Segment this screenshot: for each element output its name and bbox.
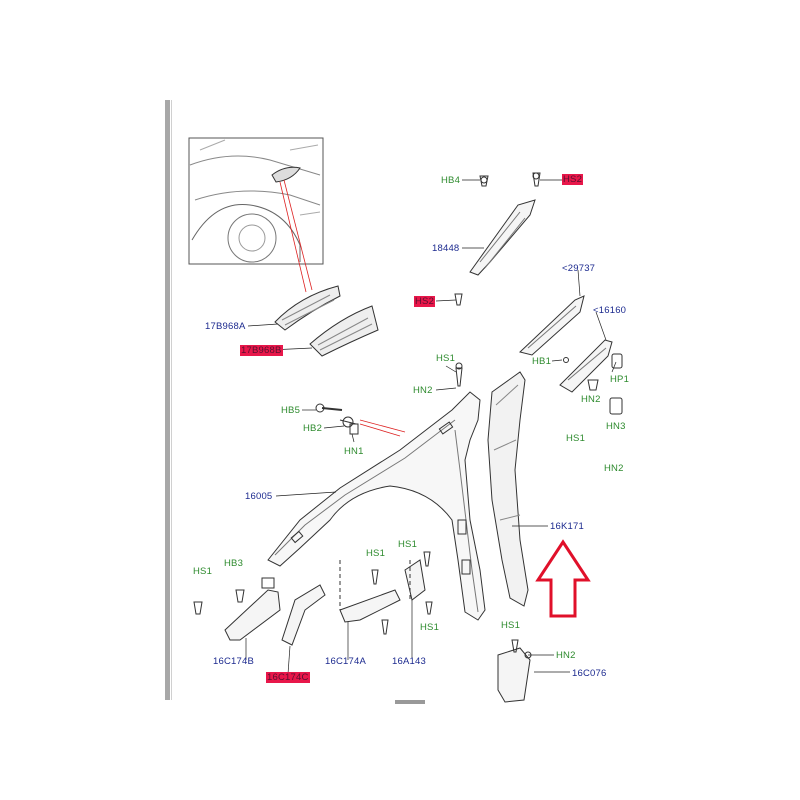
callout-hs1: HS1 bbox=[566, 433, 586, 444]
part-number-16160: <16160 bbox=[593, 305, 627, 316]
callout-hb1: HB1 bbox=[532, 356, 552, 367]
callout-hp1: HP1 bbox=[610, 374, 630, 385]
fender-16005 bbox=[267, 391, 486, 621]
part-number-16005: 16005 bbox=[245, 491, 273, 502]
part-number-29737: <29737 bbox=[562, 263, 596, 274]
callout-hb4: HB4 bbox=[441, 175, 461, 186]
part-number-16C174B: 16C174B bbox=[213, 656, 255, 667]
callout-hs1: HS1 bbox=[398, 539, 418, 550]
part-number-17B968B-highlighted: 17B968B bbox=[240, 345, 283, 356]
page-edge-line bbox=[171, 100, 172, 700]
callout-hs1: HS1 bbox=[193, 566, 213, 577]
part-number-17B968A: 17B968A bbox=[205, 321, 246, 332]
bracket-16C174A bbox=[339, 560, 401, 635]
red-up-arrow-icon bbox=[535, 539, 591, 618]
callout-hn2: HN2 bbox=[604, 463, 624, 474]
bracket-16A143 bbox=[404, 551, 433, 615]
part-number-18448: 18448 bbox=[432, 243, 460, 254]
callout-hn1: HN1 bbox=[344, 446, 364, 457]
callout-hn2: HN2 bbox=[581, 394, 601, 405]
part-number-16C174A: 16C174A bbox=[325, 656, 367, 667]
callout-hn2: HN2 bbox=[556, 650, 576, 661]
part-number-16K171: 16K171 bbox=[550, 521, 584, 532]
side-vent-a bbox=[274, 285, 341, 331]
callout-hs1: HS1 bbox=[366, 548, 386, 559]
part-number-16C076: 16C076 bbox=[572, 668, 607, 679]
part-number-16C174C-highlighted: 16C174C bbox=[266, 672, 310, 683]
callout-hs1: HS1 bbox=[436, 353, 456, 364]
callout-hn3: HN3 bbox=[606, 421, 626, 432]
callout-hs1: HS1 bbox=[420, 622, 440, 633]
bracket-16C076 bbox=[497, 639, 532, 703]
page-edge-bar bbox=[165, 100, 170, 700]
callout-hn2: HN2 bbox=[413, 385, 433, 396]
bracket-18448 bbox=[454, 172, 541, 306]
part-number-16A143: 16A143 bbox=[392, 656, 426, 667]
callout-hb2: HB2 bbox=[303, 423, 323, 434]
bracket-16C174C bbox=[281, 584, 326, 646]
callout-hs2-highlighted: HS2 bbox=[562, 174, 584, 185]
callout-hs2-highlighted-2: HS2 bbox=[414, 296, 436, 307]
callout-hb3: HB3 bbox=[224, 558, 244, 569]
bracket-29737 bbox=[518, 295, 585, 356]
inset-vehicle-view bbox=[188, 137, 324, 265]
bracket-16160 bbox=[559, 339, 623, 415]
bracket-16C174B bbox=[193, 577, 281, 641]
side-vent-b bbox=[309, 305, 379, 357]
callout-hb5: HB5 bbox=[281, 405, 301, 416]
callout-hs1: HS1 bbox=[501, 620, 521, 631]
panel-16K171 bbox=[487, 371, 529, 607]
